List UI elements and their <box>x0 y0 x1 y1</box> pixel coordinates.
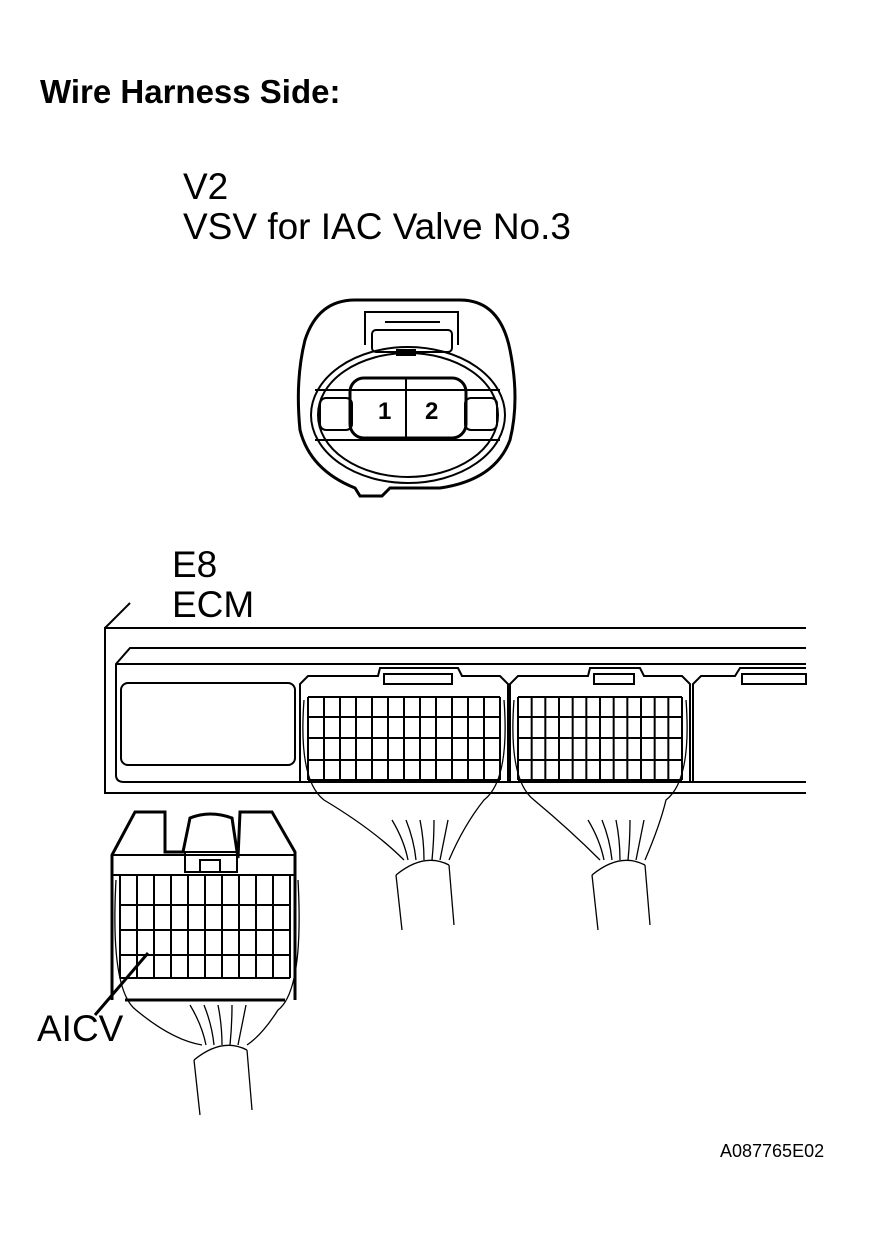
harness-tube <box>395 874 403 931</box>
harness-tube <box>448 864 455 926</box>
drawing-line <box>448 699 506 861</box>
pin-2-label: 2 <box>425 398 438 425</box>
wire <box>439 819 449 861</box>
harness-tube <box>193 1059 201 1116</box>
wire <box>391 819 409 861</box>
figure-code: A087765E02 <box>720 1141 825 1161</box>
wire <box>237 1004 247 1046</box>
wire <box>587 819 605 861</box>
harness-tube <box>591 859 646 876</box>
ecm-connector-1 <box>299 667 509 931</box>
drawing-line <box>512 699 601 861</box>
drawing-line <box>246 879 300 1046</box>
drawing-line <box>692 667 806 782</box>
diagram-title: Wire Harness Side: <box>40 73 341 110</box>
drawing-line <box>299 667 509 782</box>
drawing-line <box>593 673 635 685</box>
harness-tube <box>193 1044 248 1061</box>
e8-connector-id: E8 <box>172 544 218 585</box>
drawing-line <box>509 667 691 782</box>
wire <box>203 1004 215 1046</box>
harness-tube <box>644 864 651 926</box>
wire <box>615 819 621 861</box>
ecm-connector-3 <box>692 667 807 782</box>
v2-connector: 1 2 <box>296 298 517 498</box>
drawing-line <box>741 673 807 685</box>
pin-1-label: 1 <box>378 398 391 425</box>
v2-connector-id: V2 <box>183 166 229 207</box>
ecm-connector-2 <box>509 667 691 931</box>
wire <box>189 1004 207 1046</box>
drawing-line <box>302 699 405 861</box>
wire <box>217 1004 223 1046</box>
drawing-line <box>644 699 688 861</box>
wire <box>601 819 613 861</box>
wire <box>627 819 631 861</box>
ecm-body <box>104 602 807 931</box>
wire <box>405 819 417 861</box>
v2-connector-name: VSV for IAC Valve No.3 <box>183 206 571 247</box>
drawing-line <box>383 673 453 685</box>
wire <box>431 819 435 861</box>
aicv-connector <box>93 810 300 1116</box>
aicv-terminal-label: AICV <box>37 1008 124 1049</box>
harness-tube <box>591 874 599 931</box>
drawing-line <box>114 879 203 1046</box>
wire <box>229 1004 233 1046</box>
e8-connector-name: ECM <box>172 584 255 625</box>
harness-tube <box>395 859 450 876</box>
wire <box>419 819 425 861</box>
wire <box>635 819 645 861</box>
harness-tube <box>246 1049 253 1111</box>
